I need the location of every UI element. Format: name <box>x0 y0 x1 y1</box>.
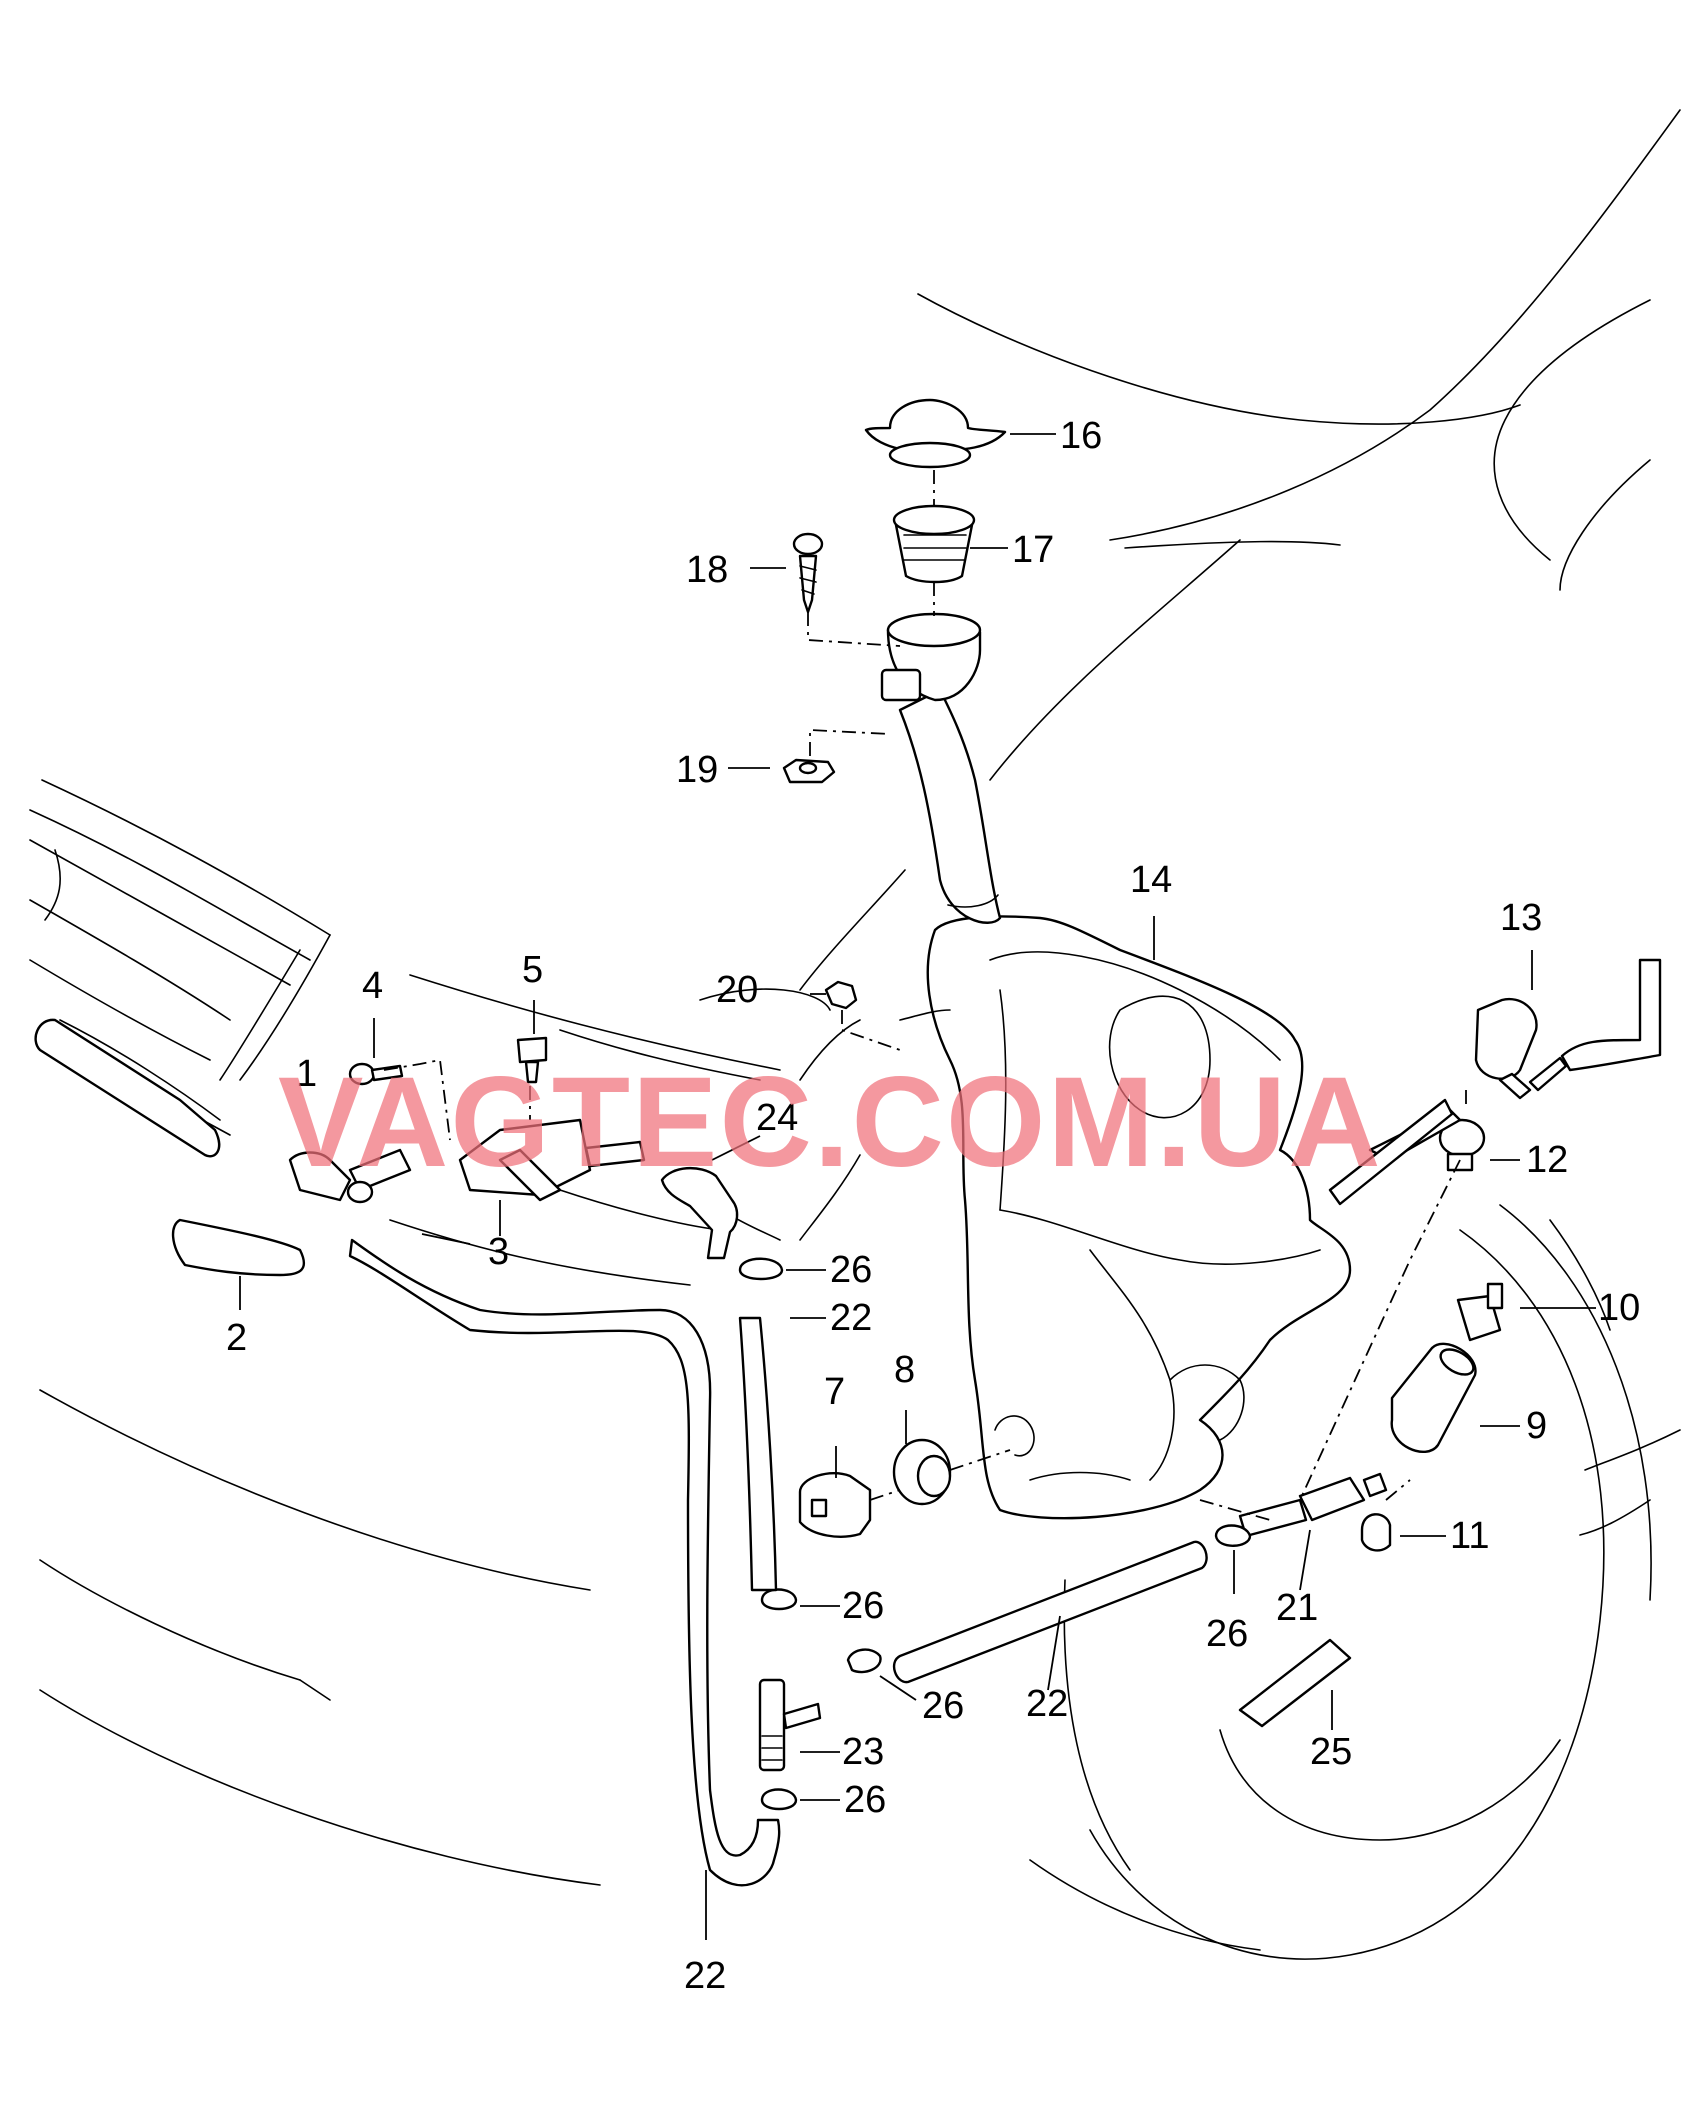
callout-11: 11 <box>1450 1515 1489 1557</box>
washer-hoses <box>34 1018 1462 1887</box>
pump-grommet <box>1438 1118 1486 1172</box>
clip-small <box>516 1036 548 1084</box>
callout-26-c: 26 <box>1206 1613 1248 1655</box>
insulation-pad <box>1238 1638 1352 1728</box>
callout-8: 8 <box>894 1349 915 1391</box>
callout-26-a: 26 <box>830 1249 872 1291</box>
callout-26-d: 26 <box>922 1685 964 1727</box>
callout-21: 21 <box>1276 1587 1318 1629</box>
angle-connector <box>660 1166 739 1260</box>
callout-19: 19 <box>676 749 718 791</box>
callout-10: 10 <box>1598 1287 1640 1329</box>
filler-neck-top <box>880 612 982 702</box>
callout-13: 12 <box>1526 1139 1568 1181</box>
callout-24: 24 <box>756 1097 798 1139</box>
callout-22-a: 22 <box>830 1297 872 1339</box>
callout-4: 4 <box>362 965 383 1007</box>
callout-5: 5 <box>522 949 543 991</box>
callout-18: 18 <box>686 549 728 591</box>
callout-25: 25 <box>1310 1731 1352 1773</box>
callout-26-e: 26 <box>844 1779 886 1821</box>
sensor-grommet <box>892 1438 952 1506</box>
assembly-lines <box>383 470 1467 1521</box>
screw-small <box>348 1062 404 1086</box>
callout-17: 17 <box>1012 529 1054 571</box>
leader-lines <box>239 433 1596 1940</box>
t-piece <box>758 1678 822 1772</box>
clip-nut <box>782 758 836 784</box>
self-tapping-screw <box>792 532 824 614</box>
callout-9: 9 <box>1526 1405 1547 1447</box>
washer-fluid-reservoir <box>898 688 1352 1520</box>
check-valve <box>458 1118 646 1202</box>
callout-12: 13 <box>1500 897 1542 939</box>
connector-housing <box>1456 1282 1504 1342</box>
watermark-text: VAGTEC.COM.UA <box>278 1051 1383 1194</box>
callout-16: 16 <box>1060 415 1102 457</box>
filler-strainer <box>892 504 976 584</box>
callout-14: 14 <box>1130 859 1172 901</box>
callout-7: 7 <box>824 1371 845 1413</box>
headlight-washer-pump <box>1474 958 1662 1100</box>
washer-pump <box>1390 1342 1477 1454</box>
callout-22-c: 22 <box>684 1955 726 1997</box>
callout-3: 3 <box>488 1231 509 1273</box>
fluid-level-sensor <box>798 1471 872 1538</box>
callout-20: 20 <box>716 969 758 1011</box>
callout-2: 2 <box>226 1317 247 1359</box>
pump-connector <box>1238 1472 1388 1538</box>
callout-1: 1 <box>296 1053 317 1095</box>
hose-connector-left <box>288 1148 412 1204</box>
filler-cap <box>864 398 1007 469</box>
callout-22-b: 22 <box>1026 1683 1068 1725</box>
hose-clamps <box>738 1257 1252 1811</box>
hex-nut <box>824 980 858 1010</box>
callout-23: 23 <box>842 1731 884 1773</box>
callout-labels: 16 17 18 19 14 13 20 4 5 1 24 12 3 26 22… <box>226 415 1640 1997</box>
callout-26-b: 26 <box>842 1585 884 1627</box>
pump-seal <box>1360 1513 1392 1552</box>
